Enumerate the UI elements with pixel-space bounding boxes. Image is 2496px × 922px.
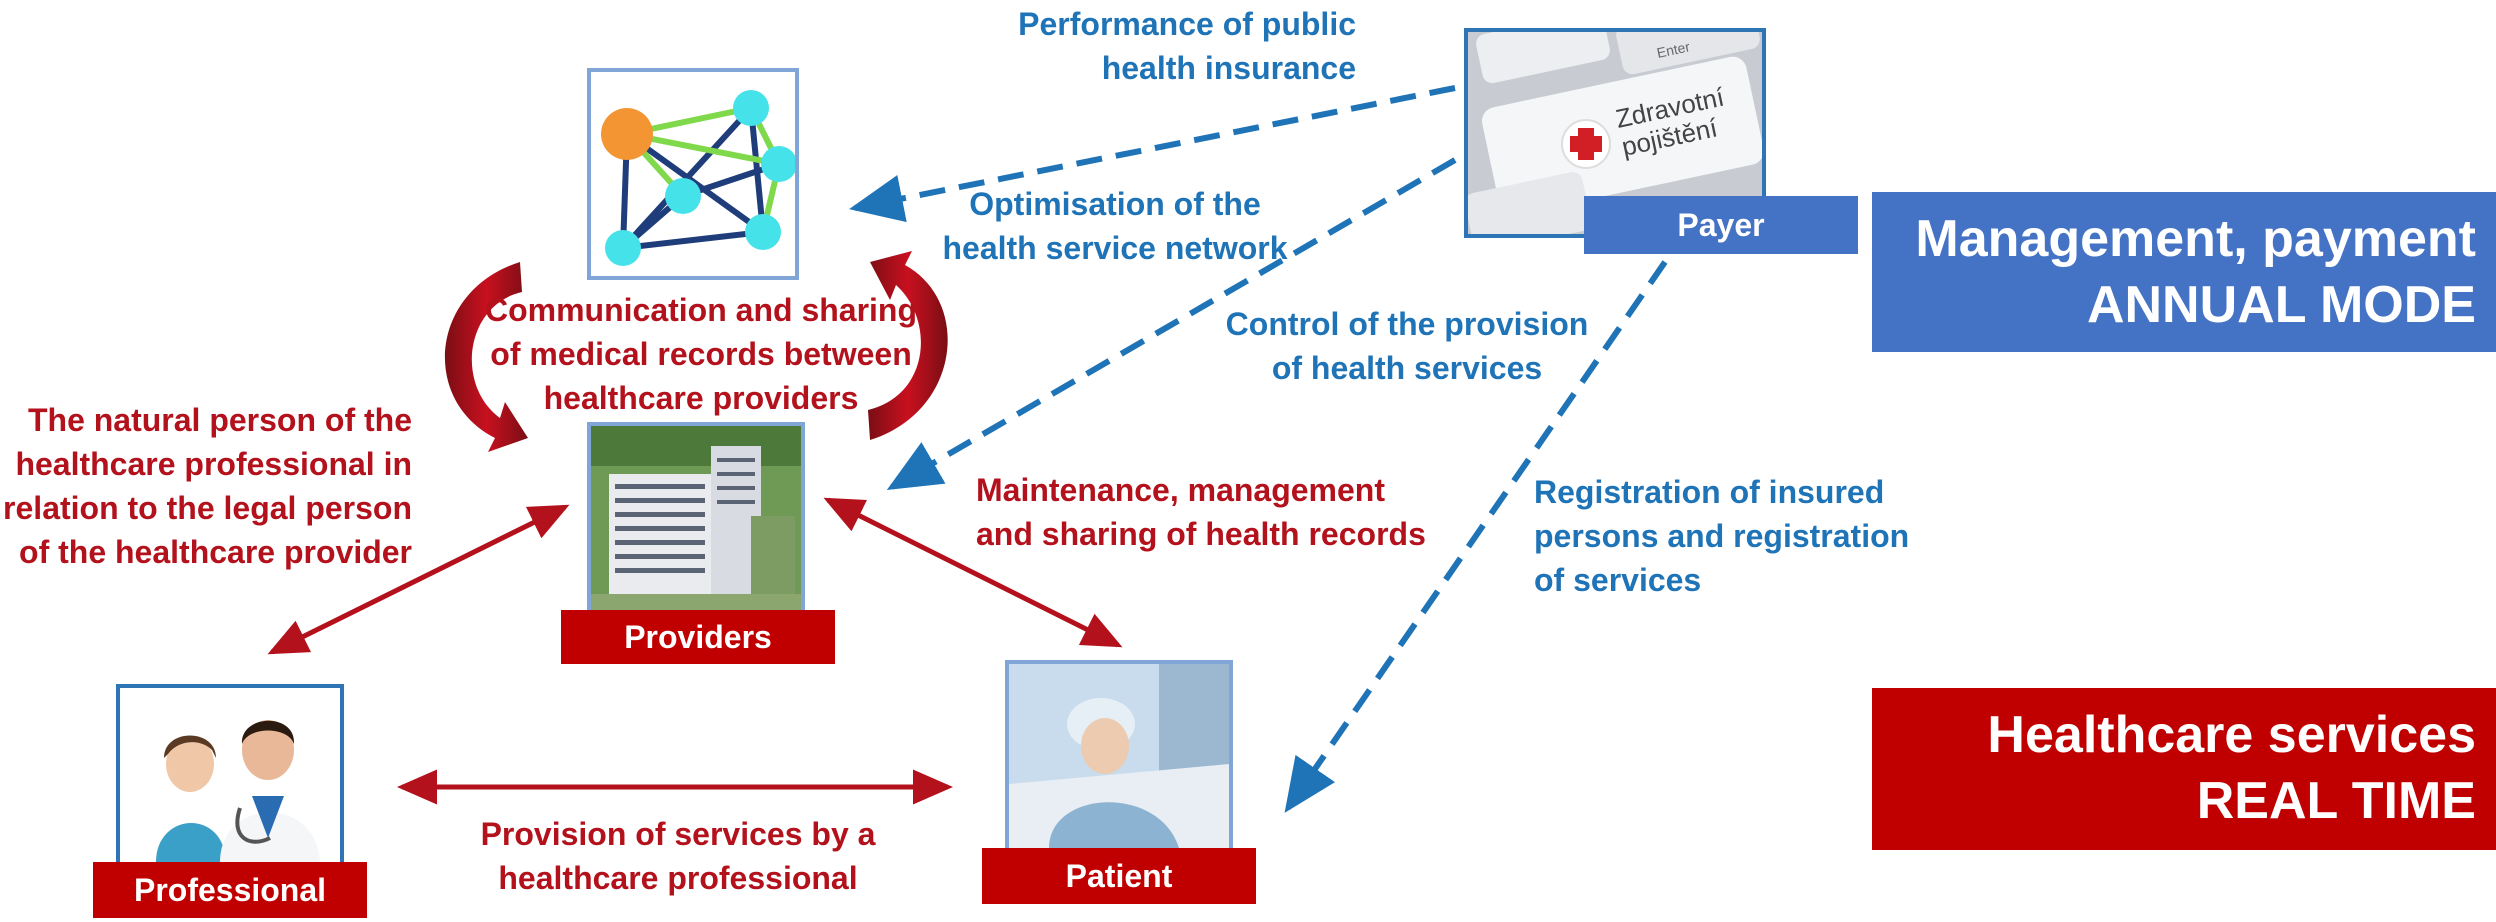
payer-image: Enter Zdravotní pojištění (1464, 28, 1766, 238)
arrow-payer-to-network (849, 85, 1456, 223)
network-image (587, 68, 799, 280)
network-graph-icon (601, 90, 795, 266)
curved-arrow-right (868, 251, 948, 440)
professional-image (116, 684, 344, 866)
arrow-payer-to-patient (1284, 260, 1668, 813)
patient-photo-icon (1009, 664, 1229, 848)
arrow-payer-to-providers (886, 157, 1457, 491)
providers-building-image (587, 422, 805, 614)
payer-label: Payer (1584, 196, 1858, 254)
svg-text:Enter: Enter (1655, 38, 1691, 61)
patient-image (1005, 660, 1233, 852)
arrow-providers-professional (267, 504, 570, 655)
arrow-providers-patient (823, 497, 1123, 648)
professional-label: Professional (93, 862, 367, 918)
patient-label: Patient (982, 848, 1256, 904)
management-panel: Management, payment ANNUAL MODE (1872, 192, 2496, 352)
doctors-photo-icon (120, 688, 340, 862)
hospital-building-icon (591, 426, 801, 610)
curved-arrow-left (444, 262, 528, 452)
insurance-keyboard-icon: Enter Zdravotní pojištění (1468, 32, 1762, 234)
healthcare-panel: Healthcare services REAL TIME (1872, 688, 2496, 850)
providers-label: Providers (561, 610, 835, 664)
